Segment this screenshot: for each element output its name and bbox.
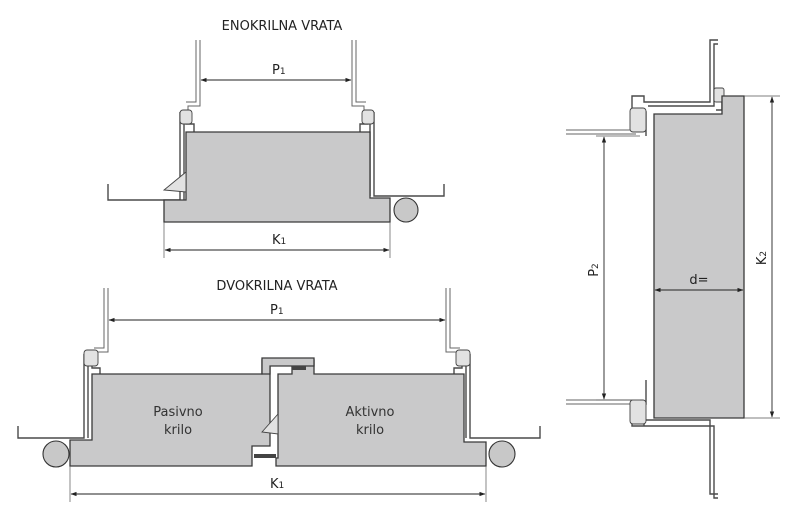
double-dim-k1-label: K1 [270, 477, 284, 492]
single-door-leaf [163, 131, 391, 223]
center-astragal [261, 357, 315, 375]
single-hinge [393, 197, 419, 223]
side-section: P2 K2 d= [566, 39, 780, 499]
double-seal-right [455, 349, 471, 367]
double-door-section: DVOKRILNA VRATA Pasivno krilo Aktivno kr… [17, 279, 541, 502]
single-wall-left [187, 40, 201, 112]
side-seal-bottom [629, 399, 647, 425]
single-seal-right [361, 109, 375, 125]
double-wall-right-outer [449, 288, 460, 349]
double-dim-p1-label: P1 [270, 303, 284, 318]
center-gasket-bottom [254, 454, 276, 458]
double-frame-left [17, 353, 101, 439]
active-leaf-label-2: krilo [356, 423, 384, 438]
single-wall-right-outer [355, 40, 366, 103]
passive-leaf-label-1: Pasivno [153, 405, 203, 420]
double-door-title: DVOKRILNA VRATA [216, 279, 337, 294]
side-dim-p2-label: P2 [587, 263, 602, 277]
side-door-leaf [653, 95, 745, 419]
single-door-section: ENOKRILNA VRATA P1 K1 [107, 19, 445, 258]
single-frame-right [359, 111, 445, 197]
double-frame-right [453, 353, 541, 439]
double-wall-left-outer [94, 288, 105, 349]
side-dim-k2-label: K2 [755, 251, 770, 265]
side-seal-top [629, 107, 647, 133]
single-dim-p1-label: P1 [272, 63, 286, 78]
double-hinge-right [488, 440, 516, 468]
side-dim-d-label: d= [689, 273, 708, 288]
single-seal-left [179, 109, 193, 125]
single-lock-wedge [162, 171, 187, 193]
center-gasket-top [292, 366, 306, 370]
active-leaf-label-1: Aktivno [345, 405, 394, 420]
double-seal-left [83, 349, 99, 367]
passive-leaf-label-2: krilo [164, 423, 192, 438]
single-door-title: ENOKRILNA VRATA [222, 19, 343, 34]
single-wall-right [351, 40, 365, 112]
single-wall-left-outer [186, 40, 197, 103]
single-dim-k1-label: K1 [272, 233, 286, 248]
side-frame-top [631, 39, 723, 136]
double-hinge-left [42, 440, 70, 468]
double-lock-wedge [261, 412, 279, 435]
